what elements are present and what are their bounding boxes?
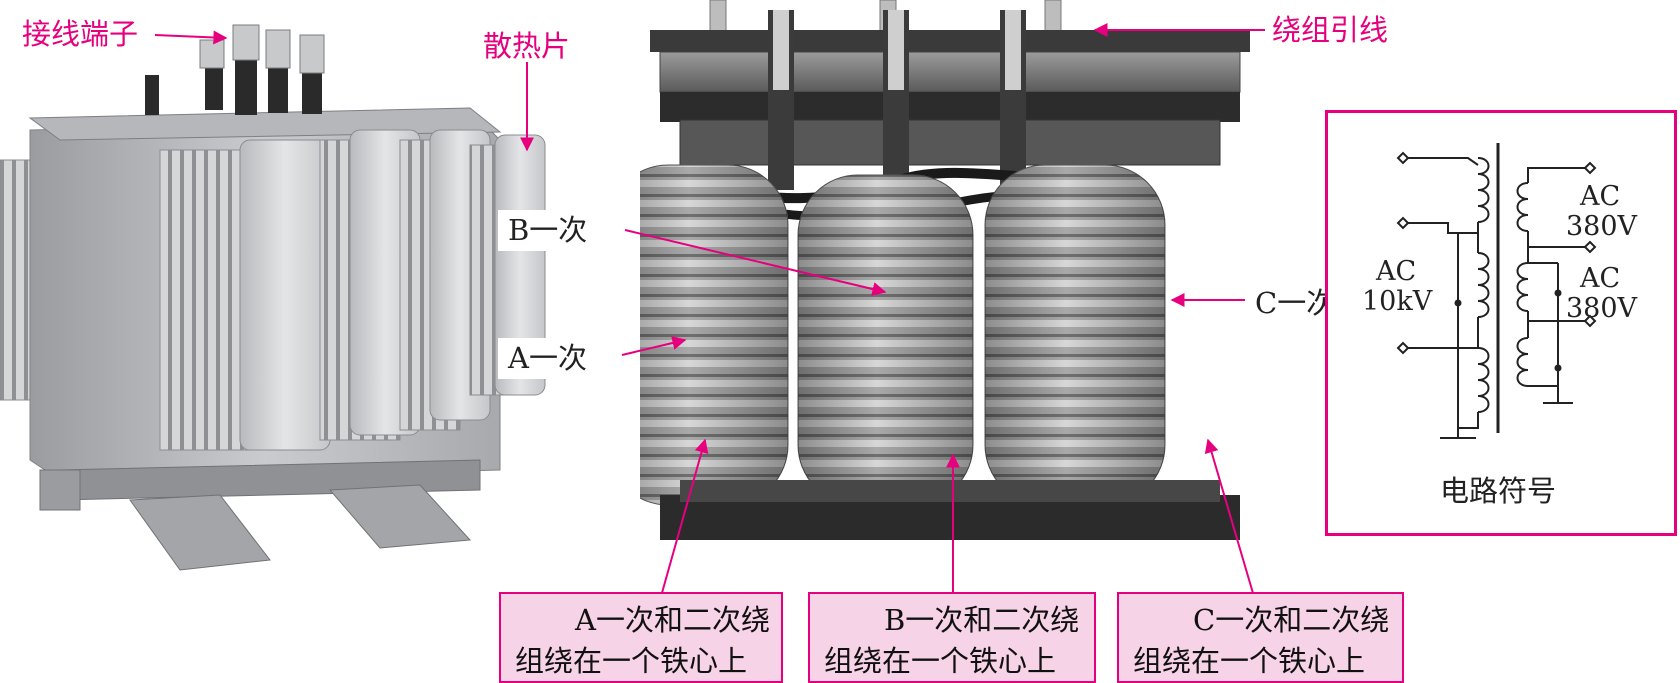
box-c-line2: 组绕在一个铁心上 [1133,644,1366,679]
arrow-box-c [1204,438,1256,601]
oil-transformer-photo [0,24,546,571]
arrow-a-primary [621,336,687,356]
label-secondary2-voltage: 380V [1566,293,1638,324]
symbol-caption: 电路符号 [1440,474,1557,508]
arrow-b-primary [624,229,887,296]
box-c-line1: C一次和二次绕 [1193,603,1390,637]
box-b-winding: B一次和二次绕 组绕在一个铁心上 [808,592,1096,683]
box-a-line2: 组绕在一个铁心上 [515,644,748,679]
arrow-terminal [154,30,228,45]
label-terminal: 接线端子 [22,17,139,51]
transformer-symbol [1396,143,1597,439]
circuit-symbol-panel: AC 10kV AC 380V AC 380V 电路符号 [1325,110,1677,536]
box-c-winding: C一次和二次绕 组绕在一个铁心上 [1117,592,1404,683]
label-primary-voltage: 10kV [1362,286,1433,317]
label-radiator: 散热片 [483,29,571,63]
label-primary-ac: AC [1376,256,1417,287]
box-b-line1: B一次和二次绕 [884,603,1080,637]
label-secondary1-ac: AC [1580,181,1621,212]
label-b-primary: B一次 [498,210,598,251]
box-a-winding: A一次和二次绕 组绕在一个铁心上 [499,592,783,683]
label-lead: 绕组引线 [1272,13,1389,47]
label-a-primary: A一次 [498,338,597,379]
label-secondary1-voltage: 380V [1566,211,1638,242]
box-b-line2: 组绕在一个铁心上 [824,644,1057,679]
label-secondary2-ac: AC [1580,263,1621,294]
arrow-box-a [659,438,709,601]
box-a-line1: A一次和二次绕 [575,603,770,637]
